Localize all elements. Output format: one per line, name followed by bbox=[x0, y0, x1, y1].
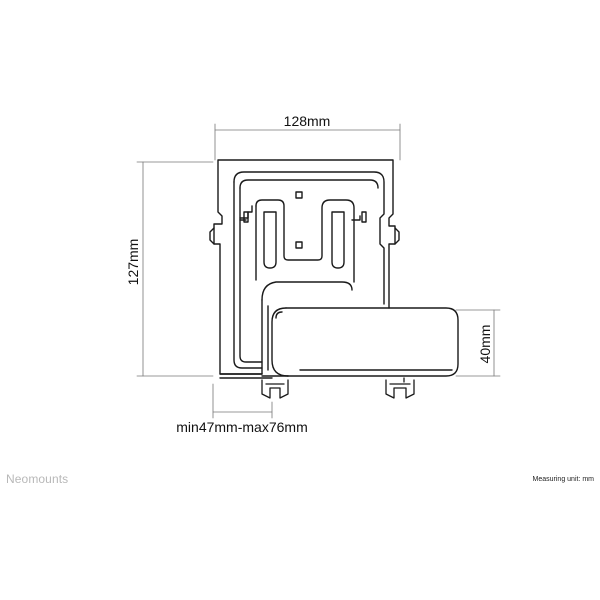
mounting-plate bbox=[209, 159, 400, 375]
width-dimension-label: 128mm bbox=[284, 113, 331, 129]
measuring-unit-note: Measuring unit: mm bbox=[532, 476, 594, 483]
brand-logo-text: Neomounts bbox=[6, 472, 69, 486]
shelf-height-dimension-label: 40mm bbox=[477, 325, 493, 364]
height-dimension-label: 127mm bbox=[125, 239, 141, 286]
dimension-lines bbox=[136, 123, 501, 419]
shelf-tray bbox=[219, 307, 459, 379]
shelf-feet bbox=[261, 377, 415, 399]
depth-range-dimension-label: min47mm-max76mm bbox=[176, 419, 307, 435]
